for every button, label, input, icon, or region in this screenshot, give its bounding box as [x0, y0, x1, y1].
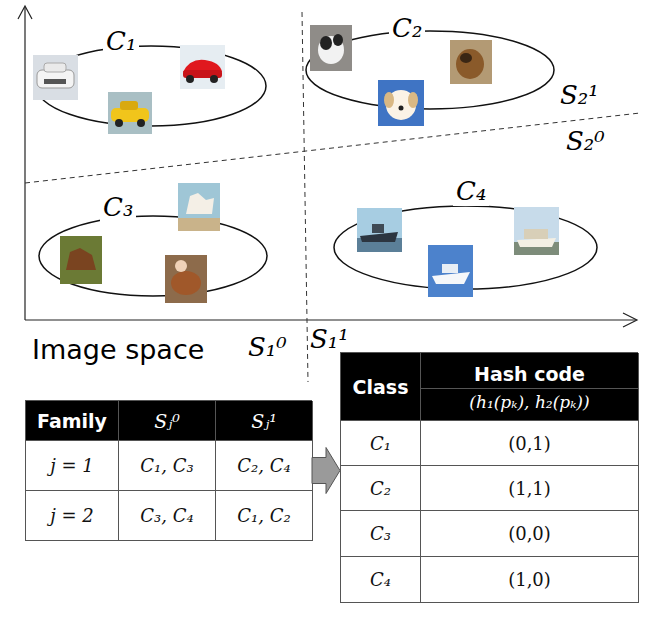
- cell-text: C₁, C₂: [237, 505, 290, 526]
- table-header-cell: Family: [26, 401, 119, 441]
- table-cell: C₃, C₄: [119, 491, 216, 541]
- table-cell: C₂: [341, 466, 421, 511]
- ship-thumbnail: [357, 208, 402, 252]
- car-thumbnail: [180, 45, 225, 89]
- boat-thumbnail: [428, 245, 473, 297]
- cell-text: C₁: [370, 433, 391, 454]
- cell-text: (1,0): [508, 569, 551, 590]
- cluster-ellipse: [36, 46, 266, 126]
- cell-text: Family: [37, 410, 107, 432]
- class-cluster: C₃: [38, 215, 268, 297]
- dog-thumbnail: [378, 80, 424, 126]
- horse-thumbnail: [165, 255, 207, 303]
- table-cell: C₁: [341, 421, 421, 466]
- axis-arrowhead: [18, 6, 32, 19]
- table-cell: j = 2: [26, 491, 119, 541]
- table-cell: (0,0): [421, 511, 639, 557]
- car-thumbnail: [33, 55, 78, 100]
- cell-text: (0,0): [508, 523, 551, 544]
- hyperplane-label: S₂⁰: [566, 128, 605, 154]
- hyperplane-label: S₁⁰: [248, 334, 287, 360]
- cell-text: (1,1): [508, 478, 551, 499]
- cluster-outline: [305, 30, 555, 110]
- cell-text: (h₁(pₖ), h₂(pₖ)): [469, 392, 589, 412]
- cell-text: C₁, C₃: [140, 455, 193, 476]
- table-header-cell: Sⱼ⁰: [119, 401, 216, 441]
- car-thumbnail: [108, 92, 152, 134]
- horse-thumbnail: [178, 183, 220, 231]
- code-table: Class Hash code (h₁(pₖ), h₂(pₖ)) C₁ (0,1) C₂ (…: [340, 352, 638, 603]
- hyperplane-s1: [302, 12, 308, 382]
- hyperplane-label: S₂¹: [560, 82, 599, 108]
- class-label: C₄: [453, 177, 489, 206]
- cluster-outline: [38, 215, 268, 297]
- cluster-outline: [333, 205, 598, 290]
- cell-text: Sⱼ⁰: [154, 410, 180, 432]
- cell-text: Class: [353, 376, 409, 398]
- cluster-ellipse: [306, 31, 554, 109]
- cell-text: Hash code: [474, 363, 585, 385]
- axis-arrowhead: [623, 313, 637, 327]
- cell-text: j = 1: [50, 455, 94, 476]
- table-header-cell: Class: [341, 353, 421, 421]
- class-label: C₃: [100, 193, 136, 222]
- dog-thumbnail: [450, 40, 492, 84]
- cell-text: C₃, C₄: [140, 505, 193, 526]
- class-cluster: C₄: [333, 205, 598, 290]
- table-cell: (0,1): [421, 421, 639, 466]
- class-label: C₁: [103, 27, 139, 56]
- table-cell: j = 1: [26, 441, 119, 491]
- ship-thumbnail: [514, 207, 559, 255]
- table-header-cell: (h₁(pₖ), h₂(pₖ)): [421, 389, 639, 421]
- class-cluster: C₂: [305, 30, 555, 110]
- class-cluster: C₁: [35, 45, 267, 127]
- cell-text: (0,1): [508, 433, 551, 454]
- cell-text: C₄: [370, 569, 391, 590]
- table-cell: C₂, C₄: [216, 441, 313, 491]
- table-header-cell: Hash code: [421, 353, 639, 389]
- table-cell: (1,0): [421, 557, 639, 603]
- table-cell: C₁, C₃: [119, 441, 216, 491]
- block-arrow: [312, 448, 340, 494]
- x-axis: [25, 319, 636, 320]
- table-cell: C₄: [341, 557, 421, 603]
- y-axis: [24, 7, 25, 320]
- cell-text: j = 2: [50, 505, 94, 526]
- cell-text: C₃: [370, 523, 391, 544]
- dog-thumbnail: [310, 25, 352, 71]
- cell-text: C₂: [370, 478, 391, 499]
- cell-text: Sⱼ¹: [251, 410, 277, 432]
- hyperplane-label: S₁¹: [310, 326, 349, 352]
- cluster-ellipse: [39, 216, 267, 296]
- cell-text: C₂, C₄: [237, 455, 290, 476]
- cluster-ellipse: [334, 206, 597, 289]
- hyperplane-s2: [25, 113, 640, 183]
- horse-thumbnail: [60, 236, 102, 284]
- table-cell: (1,1): [421, 466, 639, 511]
- table-header-cell: Sⱼ¹: [216, 401, 313, 441]
- table-cell: C₁, C₂: [216, 491, 313, 541]
- code-table: Family Sⱼ⁰ Sⱼ¹ j = 1 C₁, C₃ C₂, C₄ j = 2 C₃, C₄…: [25, 400, 312, 541]
- space-label: Image space: [32, 336, 204, 363]
- table-cell: C₃: [341, 511, 421, 557]
- class-label: C₂: [389, 14, 425, 43]
- cluster-outline: [35, 45, 267, 127]
